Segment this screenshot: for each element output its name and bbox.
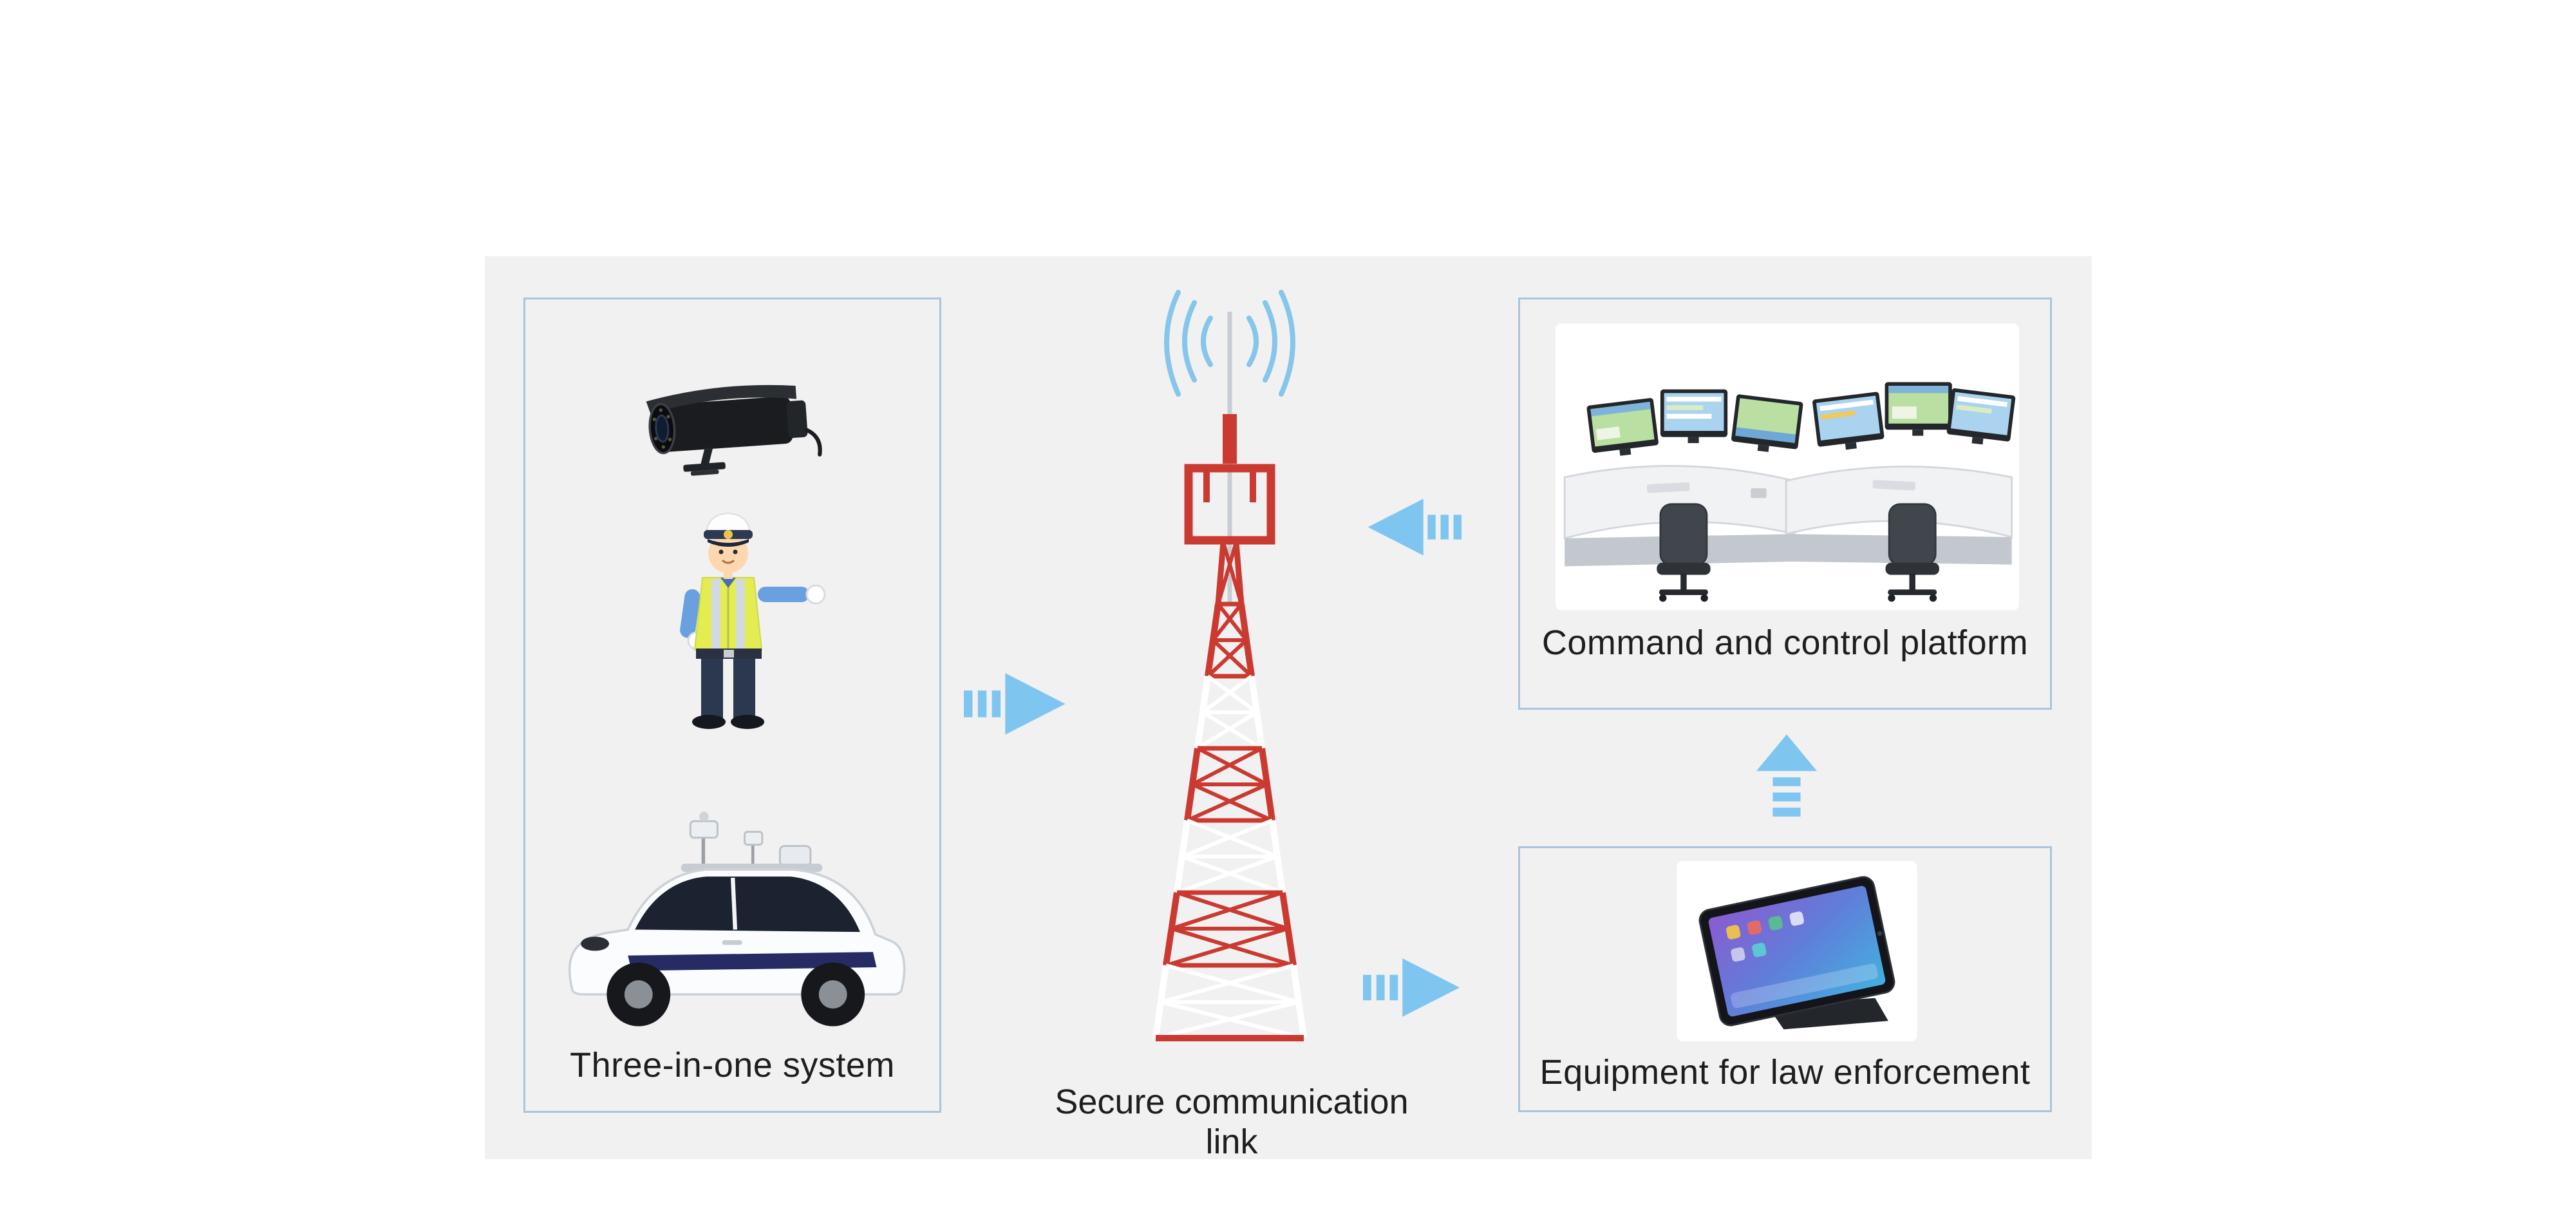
- three-in-one-label: Three-in-one system: [570, 1045, 895, 1084]
- secure-link-label: Secure communication link: [1055, 1083, 1409, 1161]
- surveillance-camera-image: [635, 361, 828, 489]
- three-in-one-box: Three-in-one system: [523, 298, 941, 1113]
- communication-tower-image: [1127, 290, 1333, 1050]
- law-enforcement-label: Equipment for law enforcement: [1539, 1052, 2031, 1092]
- law-enforcement-box: Equipment for law enforcement: [1518, 846, 2052, 1112]
- autonomous-patrol-car-image: [543, 760, 925, 1037]
- command-control-box: Command and control platform: [1518, 298, 2052, 710]
- arrow-right-icon: [964, 668, 1071, 739]
- traffic-police-officer-image: [632, 493, 838, 744]
- diagram-panel: Three-in-one system: [485, 256, 2092, 1161]
- control-room-image: [1556, 322, 2019, 612]
- arrow-up-icon: [1754, 731, 1819, 829]
- command-control-label: Command and control platform: [1541, 623, 2029, 662]
- tablet-image: [1671, 861, 1923, 1041]
- arrow-right-lower-icon: [1363, 953, 1465, 1022]
- arrow-left-icon: [1363, 493, 1462, 562]
